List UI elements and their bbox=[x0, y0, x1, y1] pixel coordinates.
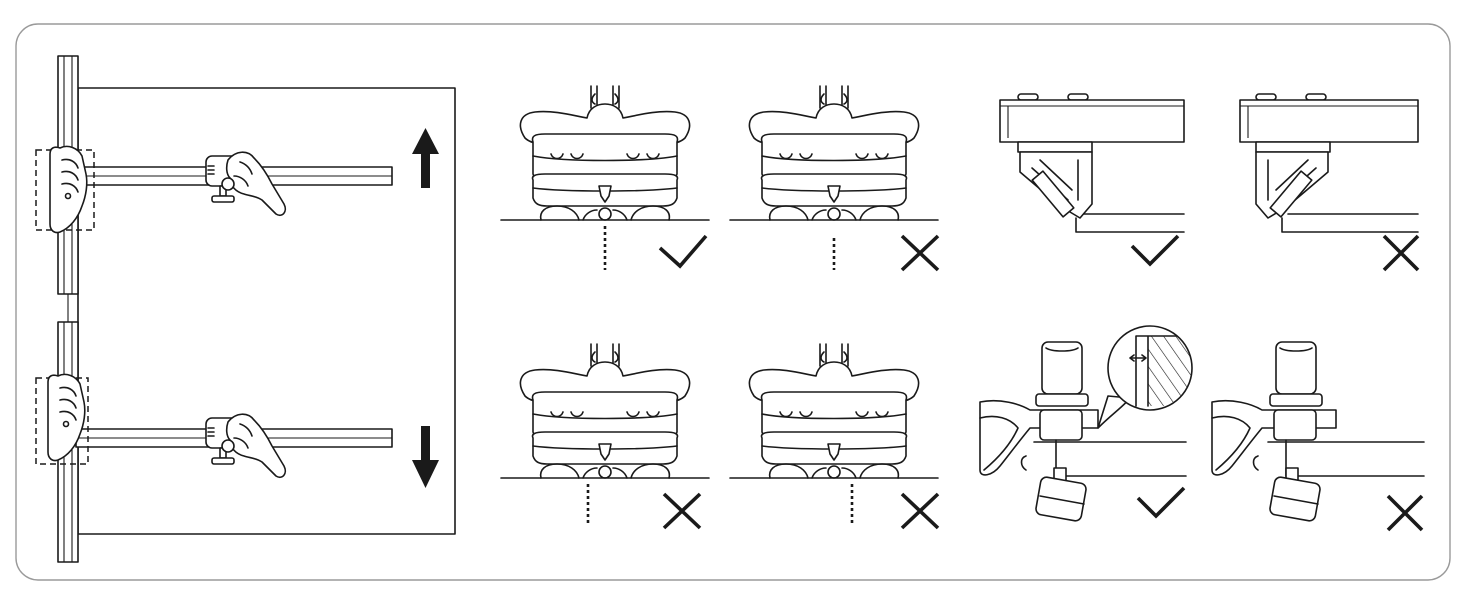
outer-frame bbox=[15, 23, 1451, 581]
clamp-case-4 bbox=[729, 343, 940, 530]
cross-icon bbox=[900, 234, 940, 272]
bracket-case-correct bbox=[979, 325, 1193, 522]
clamp-centering-panel bbox=[500, 85, 940, 530]
cross-icon bbox=[662, 492, 702, 530]
ruler-step-upper bbox=[35, 128, 439, 234]
check-icon bbox=[1136, 486, 1186, 519]
profile-case-incorrect bbox=[1239, 93, 1420, 272]
clamp-case-3 bbox=[500, 343, 710, 530]
bracket-gap-panel bbox=[979, 325, 1425, 532]
profile-fit-panel bbox=[999, 93, 1420, 272]
cross-icon bbox=[1382, 234, 1420, 272]
clamp-case-2 bbox=[729, 85, 940, 272]
cross-icon bbox=[1386, 494, 1424, 532]
check-icon bbox=[1130, 234, 1180, 267]
profile-case-correct bbox=[999, 93, 1185, 267]
check-icon bbox=[658, 234, 708, 269]
cross-icon bbox=[900, 492, 940, 530]
ruler-step-lower bbox=[35, 373, 439, 488]
arrow-up-icon bbox=[412, 128, 439, 188]
arrow-down-icon bbox=[412, 426, 439, 488]
grip-highlight-box bbox=[35, 149, 95, 231]
table-board bbox=[77, 87, 456, 535]
ruler-panel bbox=[35, 55, 456, 563]
clamp-case-1 bbox=[500, 85, 710, 270]
bracket-case-incorrect bbox=[1211, 341, 1425, 532]
